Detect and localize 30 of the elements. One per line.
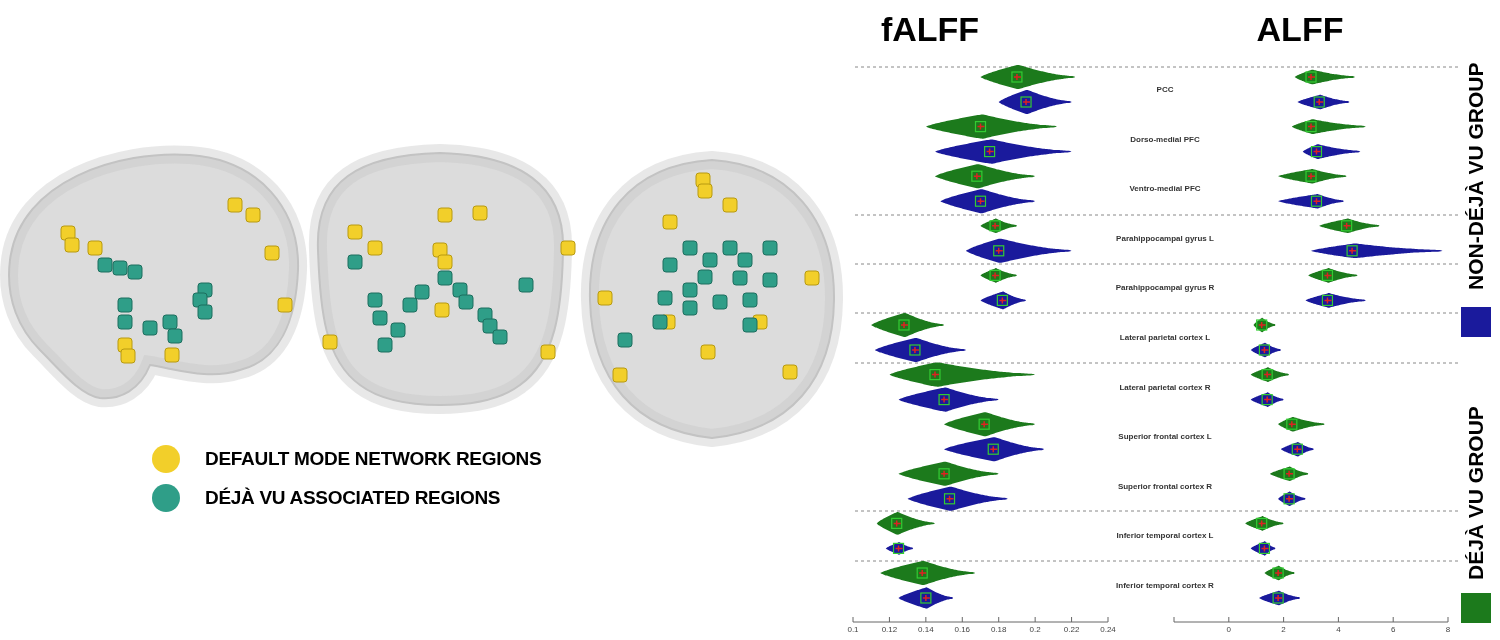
region-label: Lateral parietal cortex R bbox=[1119, 383, 1211, 392]
region-label: Parahippocampal gyrus R bbox=[1115, 284, 1215, 293]
region-label: Parahippocampal gyrus L bbox=[1116, 234, 1214, 243]
legend-label: DÉJÀ VU GROUP bbox=[1465, 406, 1486, 580]
tick-label: 0 bbox=[1226, 626, 1231, 634]
tick-label: 0.12 bbox=[881, 626, 898, 634]
panel-title: ALFF bbox=[1256, 12, 1344, 46]
tick-label: 0.16 bbox=[954, 626, 971, 634]
region-label: Ventro-medial PFC bbox=[1129, 185, 1201, 194]
tick-label: 2 bbox=[1281, 626, 1286, 634]
tick-label: 0.1 bbox=[847, 626, 859, 634]
region-label: Superior frontal cortex R bbox=[1117, 482, 1213, 491]
tick-label: 6 bbox=[1390, 626, 1396, 634]
region-label: Lateral parietal cortex L bbox=[1119, 334, 1211, 342]
legend-label: DEFAULT MODE NETWORK REGIONS bbox=[205, 449, 542, 468]
tick-label: 4 bbox=[1336, 626, 1341, 634]
region-label: PCC bbox=[1156, 86, 1174, 94]
tick-label: 0.22 bbox=[1063, 626, 1080, 634]
legend-label: DÉJÀ VU ASSOCIATED REGIONS bbox=[205, 488, 501, 507]
panel-title: fALFF bbox=[880, 12, 980, 46]
region-label: Superior frontal cortex L bbox=[1118, 433, 1212, 442]
tick-label: 0.18 bbox=[990, 626, 1007, 634]
legend-label: NON-DÉJÀ VU GROUP bbox=[1465, 62, 1486, 290]
tick-label: 0.24 bbox=[1100, 626, 1116, 634]
region-label: Dorso-medial PFC bbox=[1130, 135, 1200, 144]
tick-label: 0.2 bbox=[1029, 626, 1041, 634]
tick-label: 8 bbox=[1445, 626, 1451, 634]
region-label: Inferior temporal cortex L bbox=[1116, 532, 1214, 541]
tick-label: 0.14 bbox=[918, 626, 934, 634]
region-label: Inferior temporal cortex R bbox=[1116, 582, 1214, 590]
